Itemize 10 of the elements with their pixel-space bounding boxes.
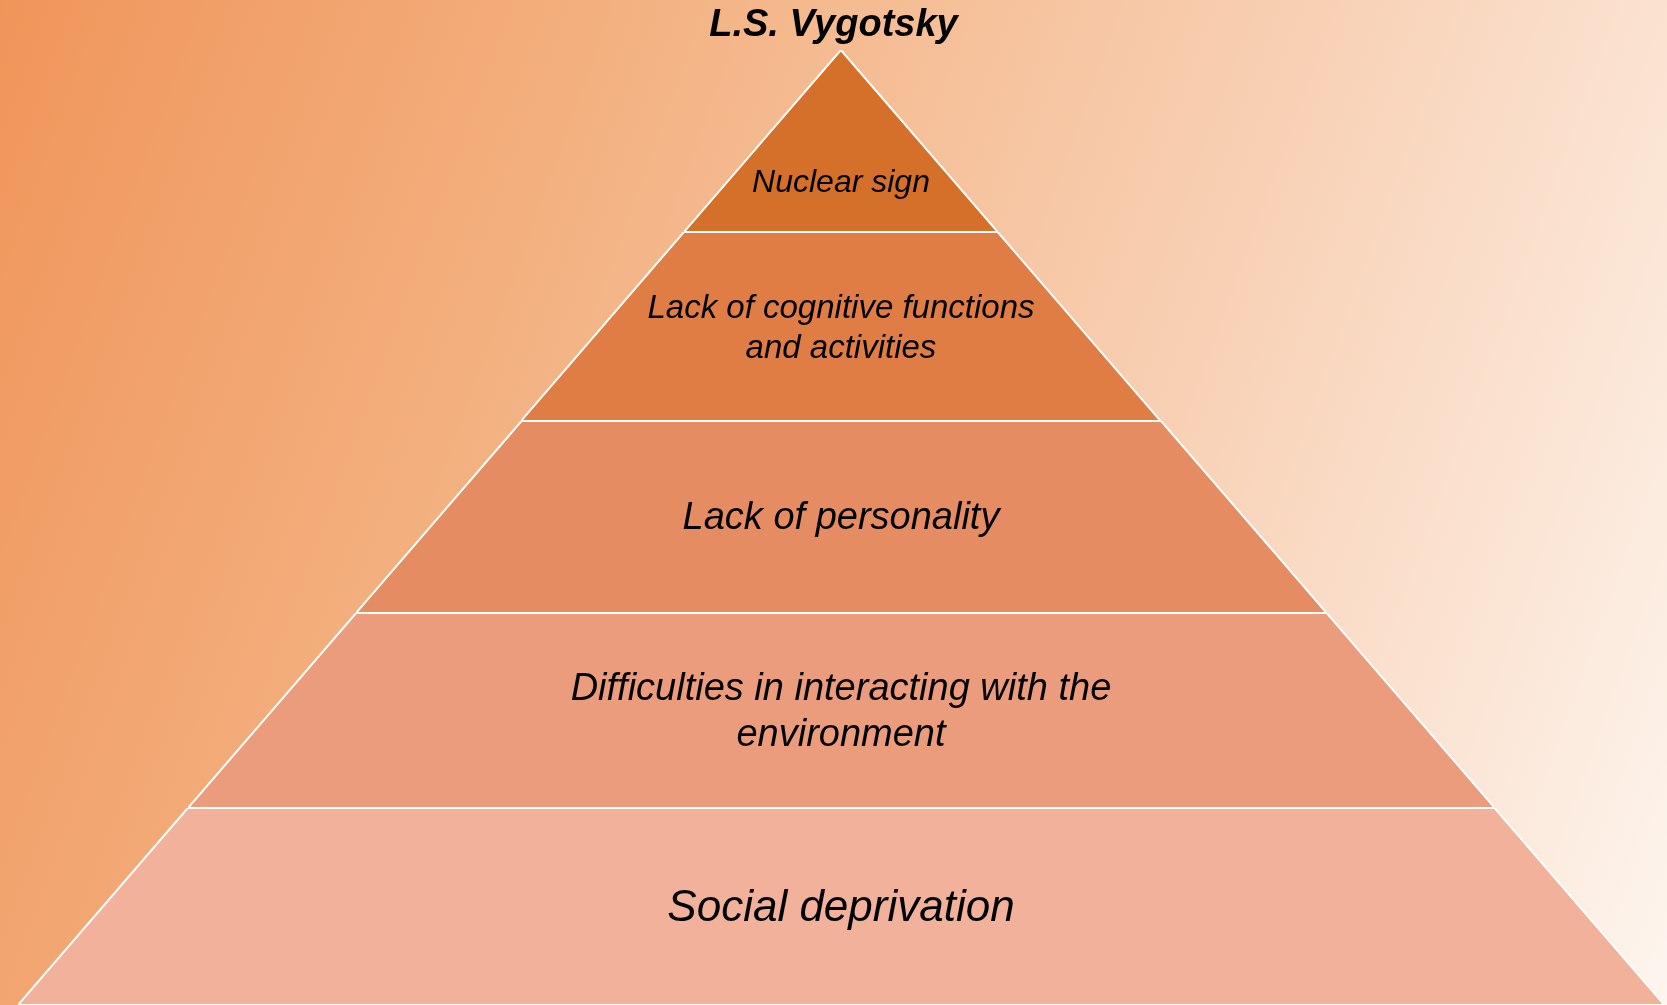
tier-label: Lack of cognitive functions and activities — [646, 286, 1036, 367]
pyramid-tier — [355, 421, 1327, 613]
pyramid-tier — [17, 808, 1665, 1005]
pyramid-tier — [187, 613, 1495, 808]
tier-label: Lack of personality — [682, 494, 1000, 540]
pyramid-tier — [521, 232, 1161, 421]
tier-label: Social deprivation — [667, 880, 1015, 933]
tier-label: Nuclear sign — [752, 161, 930, 201]
title: L.S. Vygotsky — [709, 2, 958, 44]
tier-label: Difficulties in interacting with the environment — [569, 664, 1113, 756]
